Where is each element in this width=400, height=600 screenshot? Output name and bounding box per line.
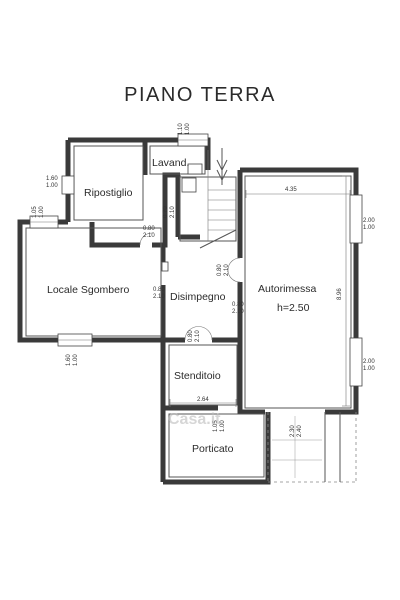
watermark: Casa.it bbox=[168, 411, 221, 428]
dim-label: 8.96 bbox=[337, 288, 343, 300]
room-ripostiglio: Ripostiglio bbox=[84, 187, 133, 199]
plan-title: PIANO TERRA bbox=[124, 84, 276, 106]
dim-label: 0.80 bbox=[217, 264, 223, 276]
dim-label: 1.00 bbox=[363, 366, 375, 372]
dim-label: 1.60 bbox=[66, 354, 72, 366]
dim-label: 0.80 bbox=[153, 287, 165, 293]
windows bbox=[29, 133, 363, 387]
room-autorimessa-height: h=2.50 bbox=[277, 302, 310, 314]
dim-label: 2.10 bbox=[143, 233, 155, 239]
dim-label: 2.10 bbox=[195, 330, 201, 342]
door-swings bbox=[139, 232, 241, 341]
dim-label: 1.05 bbox=[213, 420, 219, 432]
dim-label: 1.00 bbox=[46, 183, 58, 189]
dim-label: 1.10 bbox=[178, 123, 184, 135]
dim-label: 2.00 bbox=[363, 218, 375, 224]
portico-outline bbox=[267, 412, 357, 483]
dim-label: 2.10 bbox=[232, 309, 244, 315]
room-lavand: Lavand. bbox=[152, 157, 189, 169]
room-labels: Lavand. Ripostiglio Locale Sgombero Disi… bbox=[47, 157, 317, 455]
dim-label: 2.30 bbox=[290, 425, 296, 437]
dim-label: 1.00 bbox=[185, 123, 191, 135]
dim-label: 1.00 bbox=[73, 354, 79, 366]
dim-label: 1.60 bbox=[46, 176, 58, 182]
lavand-sink bbox=[187, 163, 203, 175]
dim-label: 1.00 bbox=[363, 225, 375, 231]
dim-label: 2.10 bbox=[153, 294, 165, 300]
dim-label: 2.10 bbox=[170, 206, 176, 218]
dim-label: 0.70 bbox=[163, 206, 169, 218]
room-porticato: Porticato bbox=[192, 443, 234, 455]
dim-label: 4.35 bbox=[285, 187, 297, 193]
dim-label: 1.05 bbox=[32, 206, 38, 218]
dimension-lines bbox=[169, 175, 351, 407]
dim-label: 0.80 bbox=[188, 330, 194, 342]
dim-label: 2.00 bbox=[363, 359, 375, 365]
room-locale-sgombero: Locale Sgombero bbox=[47, 284, 129, 296]
dim-label: 0.80 bbox=[232, 302, 244, 308]
dim-label: 1.00 bbox=[39, 206, 45, 218]
dim-label: 2.10 bbox=[224, 264, 230, 276]
dim-label: 2.64 bbox=[197, 397, 209, 403]
dimension-labels: 1.10 1.00 1.60 1.00 1.05 1.00 0.70 2.10 … bbox=[32, 123, 375, 437]
dim-label: 1.00 bbox=[220, 420, 226, 432]
room-stenditoio: Stenditoio bbox=[174, 370, 221, 382]
dim-label: 2.40 bbox=[297, 425, 303, 437]
dim-label: 0.80 bbox=[143, 226, 155, 232]
room-disimpegno: Disimpegno bbox=[170, 291, 226, 303]
room-autorimessa: Autorimessa bbox=[258, 283, 317, 295]
inner-lines bbox=[25, 145, 352, 478]
stair-landing bbox=[181, 177, 197, 193]
staircase bbox=[179, 148, 237, 249]
